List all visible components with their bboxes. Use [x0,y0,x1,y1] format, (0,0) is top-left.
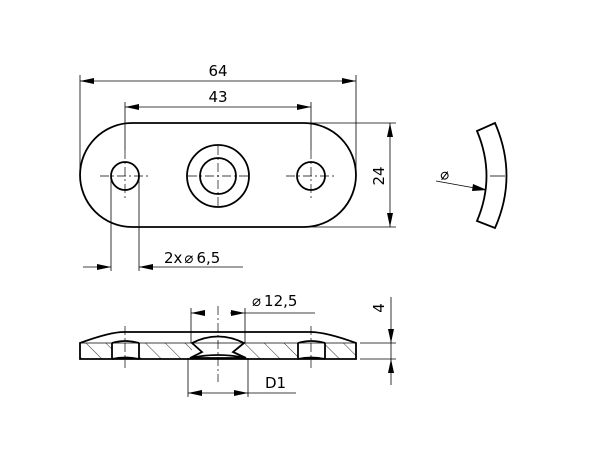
dim-43: 43 [208,88,227,106]
dim-24: 24 [370,166,388,185]
dim-hole-diameter: 2x⌀6,5 [164,249,220,267]
dim-4: 4 [370,303,388,313]
dimension-countersink: D1 [187,358,296,397]
section-view: ⌀12,5 D1 4 [79,292,396,397]
dimension-thickness: 4 [360,297,396,385]
countersink-outer [186,144,250,208]
curved-profile [475,121,508,230]
centerlines [100,146,336,206]
dim-curvature-diameter: ⌀ [439,165,450,184]
dimension-width: 24 [304,122,396,228]
dimension-center-diameter: ⌀12,5 [190,292,315,343]
dimension-overall-length: 64 [79,62,357,176]
dim-d1: D1 [265,374,286,392]
dimension-hole-diameter: 2x⌀6,5 [83,176,243,271]
dim-center-diameter: ⌀12,5 [252,292,297,310]
section-hatch [80,343,356,359]
dim-64: 64 [208,62,227,80]
curvature-view: ⌀ [435,121,508,230]
dimension-hole-spacing: 43 [124,88,312,150]
top-view: 64 43 24 2x⌀6,5 [79,62,396,271]
